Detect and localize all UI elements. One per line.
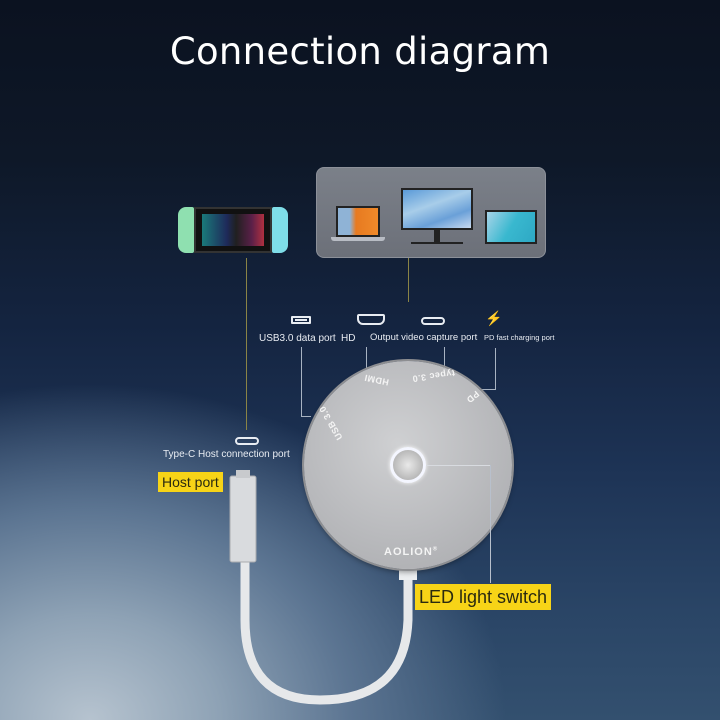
led-light-switch-button[interactable] <box>390 447 426 483</box>
host-connection-label: Type-C Host connection port <box>163 449 290 460</box>
port-label-usb: USB3.0 data port <box>259 333 336 344</box>
usb-c-icon <box>235 437 259 445</box>
hdmi-icon <box>357 314 385 325</box>
connector-line <box>366 347 367 369</box>
host-port-tag: Host port <box>158 472 223 492</box>
monitor-image <box>401 188 473 250</box>
laptop-image <box>331 206 385 242</box>
console-screen <box>194 207 272 253</box>
connector-line <box>408 258 409 302</box>
game-console-image <box>178 207 288 253</box>
connector-line <box>426 465 490 466</box>
tablet-image <box>485 210 537 244</box>
pd-charging-icon: ⚡ <box>485 310 503 326</box>
usb-c-cable <box>229 470 417 705</box>
usb-c-icon <box>421 317 445 325</box>
page-title: Connection diagram <box>169 30 551 73</box>
connector-line <box>490 465 491 583</box>
connector-line <box>495 348 496 389</box>
usb-a-icon <box>291 316 311 324</box>
port-label-video: Output video capture port <box>370 332 478 343</box>
connector-line <box>301 416 311 417</box>
hub-brand-logo: AOLION® <box>384 546 439 558</box>
connector-line <box>482 389 496 390</box>
right-joycon <box>272 207 288 253</box>
connector-line <box>444 347 445 371</box>
port-label-pd: PD fast charging port <box>484 333 555 342</box>
output-devices-panel <box>316 167 546 258</box>
led-light-switch-tag: LED light switch <box>415 584 552 610</box>
port-label-hd: HD <box>341 333 356 344</box>
left-joycon <box>178 207 194 253</box>
connector-line <box>246 258 247 430</box>
connector-line <box>301 347 302 416</box>
